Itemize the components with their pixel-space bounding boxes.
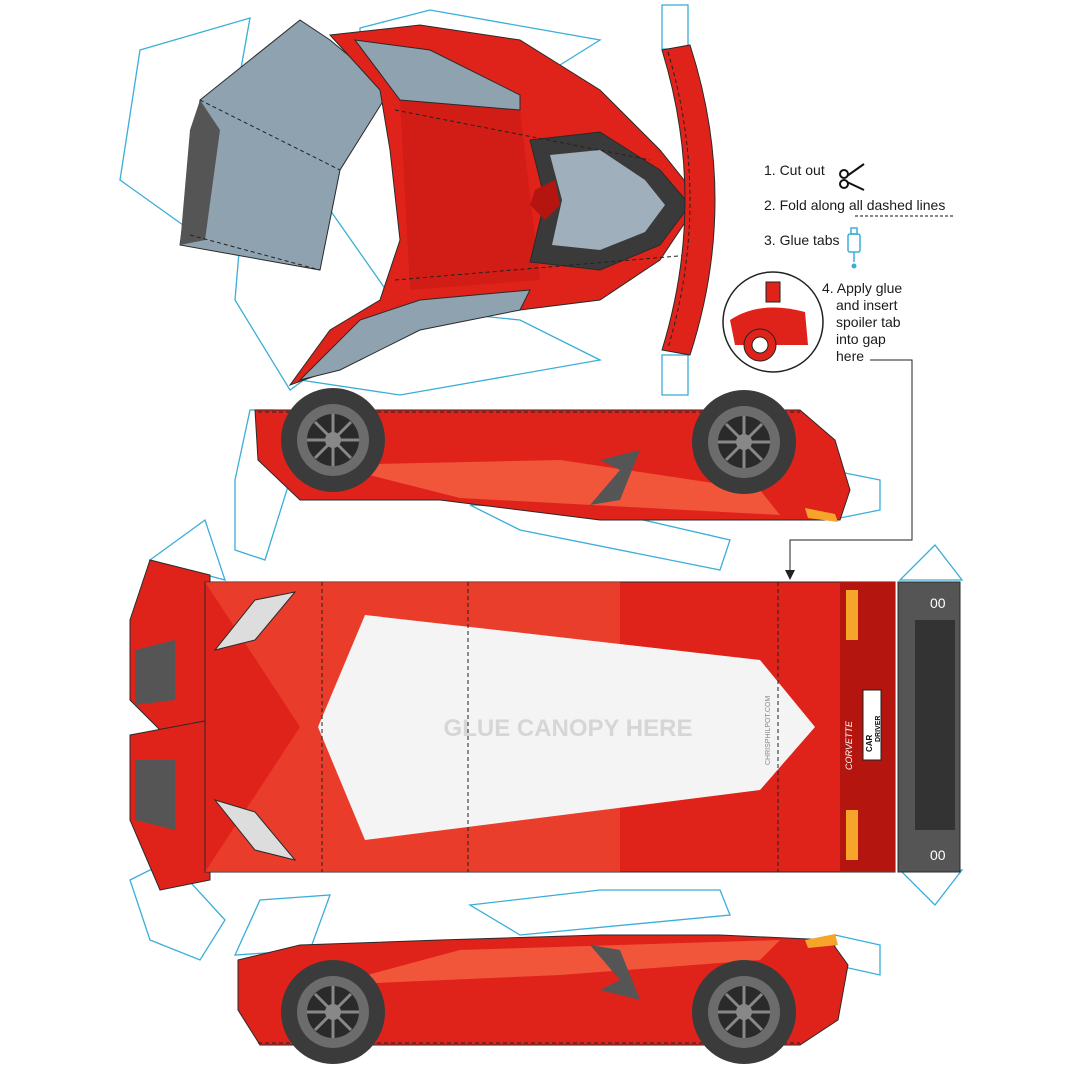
side-window-top — [353, 39, 521, 111]
headlight-top — [213, 591, 297, 651]
hood-scoop — [530, 180, 560, 220]
side-shading-lower — [330, 940, 780, 985]
taillight-upper — [805, 508, 838, 522]
top-body-piece — [119, 9, 701, 396]
upper-side-piece — [234, 388, 881, 571]
glue-tab-outline — [661, 4, 689, 50]
wheel-upper-rear — [281, 388, 385, 492]
canopy-area — [318, 615, 815, 840]
exhaust-marks: 00 — [930, 847, 946, 863]
windshield-glass — [179, 19, 391, 271]
windshield-frame — [180, 100, 220, 245]
brand-plate — [862, 689, 882, 761]
fold-line — [667, 51, 691, 349]
glue-bottle-icon — [847, 227, 861, 269]
scissors-icon — [839, 163, 865, 191]
side-intake-lower — [590, 945, 640, 1000]
nose-vent — [135, 760, 175, 830]
arrow-head — [785, 570, 795, 580]
step-4-line1: 4. Apply glue — [822, 280, 903, 296]
fold-line — [199, 99, 341, 171]
canopy-label: GLUE CANOPY HERE — [444, 715, 693, 742]
brand-logo-line2: DRIVER — [875, 716, 882, 742]
rear-grille — [915, 620, 955, 830]
glue-tab-outline — [898, 869, 964, 906]
instruction-arrow — [789, 359, 913, 572]
wheel-upper-front — [692, 390, 796, 494]
fold-line — [394, 109, 651, 161]
step-2-label: 2. Fold along all dashed lines — [764, 197, 946, 213]
glue-tab-outline — [468, 889, 731, 936]
lower-side-piece — [233, 889, 881, 1064]
fold-line — [189, 234, 321, 271]
step-4-line5: here — [836, 348, 865, 364]
credit-label: CHRISPHILPOT.COM — [765, 696, 772, 765]
taillight-lower — [805, 934, 838, 948]
spoiler-piece — [661, 4, 716, 396]
side-intake-upper — [590, 450, 640, 505]
nose-vent — [135, 640, 175, 705]
step-4-line3: spoiler tab — [836, 314, 901, 330]
headlight-bottom — [213, 799, 297, 861]
engine-glass — [550, 150, 665, 250]
glue-tab-outline — [898, 544, 964, 581]
brand-logo-line1: CAR — [865, 734, 874, 752]
wheel-lower-rear — [281, 960, 385, 1064]
rear-taillight — [846, 590, 858, 640]
wheel-lower-front — [692, 960, 796, 1064]
spoiler-detail-icon — [722, 271, 824, 373]
step-4-line4: into gap — [836, 331, 886, 347]
hood-highlight — [400, 100, 540, 290]
center-body-piece: 00 00 — [129, 518, 964, 961]
step-3-label: 3. Glue tabs — [764, 232, 840, 248]
side-shading-upper — [330, 460, 780, 515]
glue-tab-outline — [661, 354, 689, 396]
step-1-label: 1. Cut out — [764, 162, 825, 178]
exhaust-marks: 00 — [930, 595, 946, 611]
side-window-bottom — [298, 289, 531, 381]
model-badge: CORVETTE — [844, 720, 854, 770]
step-4-line2: and insert — [836, 297, 898, 313]
spoiler-strip — [661, 44, 716, 356]
fold-line — [394, 254, 691, 281]
rear-taillight — [846, 810, 858, 860]
